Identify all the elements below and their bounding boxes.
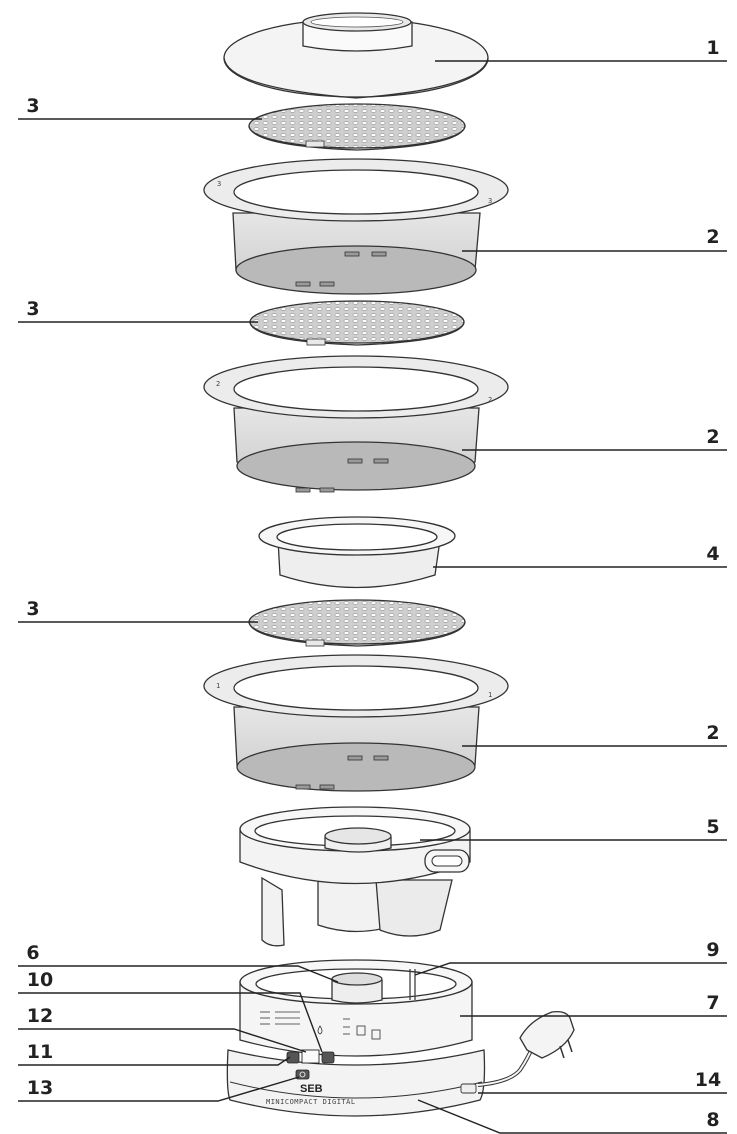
- steam-basket: 2 2: [203, 355, 509, 493]
- callout-number: 5: [706, 816, 719, 838]
- basket-level-mark: 1: [216, 682, 221, 690]
- plug-icon: [519, 1010, 575, 1059]
- basket-level-mark: 3: [217, 180, 222, 188]
- callout-number: 9: [706, 939, 719, 961]
- callout-number: 12: [27, 1005, 53, 1027]
- callout-number: 2: [706, 226, 719, 248]
- water-level-gauge: [260, 1011, 381, 1040]
- drip-tray: [239, 806, 471, 947]
- callout-number: 14: [695, 1069, 721, 1091]
- callout-number: 2: [706, 426, 719, 448]
- callout-labels: 1 2 2 2 3 3 3 4 5 6 7 8 9 10 11 12 13 14: [26, 37, 721, 1131]
- callout-number: 3: [26, 298, 39, 320]
- steam-grid: [249, 300, 465, 346]
- water-reservoir: [239, 959, 473, 1057]
- basket-level-mark: 2: [488, 396, 493, 404]
- lid: [223, 12, 489, 99]
- plus-button: [321, 1051, 335, 1064]
- minus-button: [286, 1051, 300, 1064]
- steam-basket: 1 1: [203, 654, 509, 792]
- callout-number: 8: [706, 1109, 719, 1131]
- steam-grid: [248, 103, 466, 151]
- basket-level-mark: 2: [216, 380, 221, 388]
- steam-basket: 3 3: [203, 158, 509, 295]
- basket-level-mark: 1: [488, 691, 493, 699]
- power-button: [295, 1069, 310, 1080]
- callout-number: 3: [26, 95, 39, 117]
- callout-number: 13: [27, 1077, 53, 1099]
- callout-number: 4: [706, 543, 719, 565]
- basket-level-mark: 3: [488, 197, 493, 205]
- cord-storage: [460, 1083, 477, 1094]
- base-unit: SEB MINICOMPACT DIGITAL: [226, 1049, 486, 1117]
- rice-bowl: [258, 516, 456, 589]
- callout-number: 6: [26, 942, 39, 964]
- callout-number: 1: [706, 37, 719, 59]
- callout-number: 3: [26, 598, 39, 620]
- display-screen: [301, 1049, 320, 1064]
- model-name: MINICOMPACT DIGITAL: [266, 1098, 356, 1106]
- callout-number: 2: [706, 722, 719, 744]
- callout-number: 7: [706, 992, 719, 1014]
- callout-number: 11: [27, 1041, 53, 1063]
- lid-handle: [302, 12, 413, 52]
- power-cord: [477, 1010, 575, 1087]
- callout-number: 10: [27, 969, 53, 991]
- steam-grid: [248, 599, 466, 647]
- leader-lines: [18, 60, 727, 1134]
- brand-logo: SEB: [300, 1083, 323, 1095]
